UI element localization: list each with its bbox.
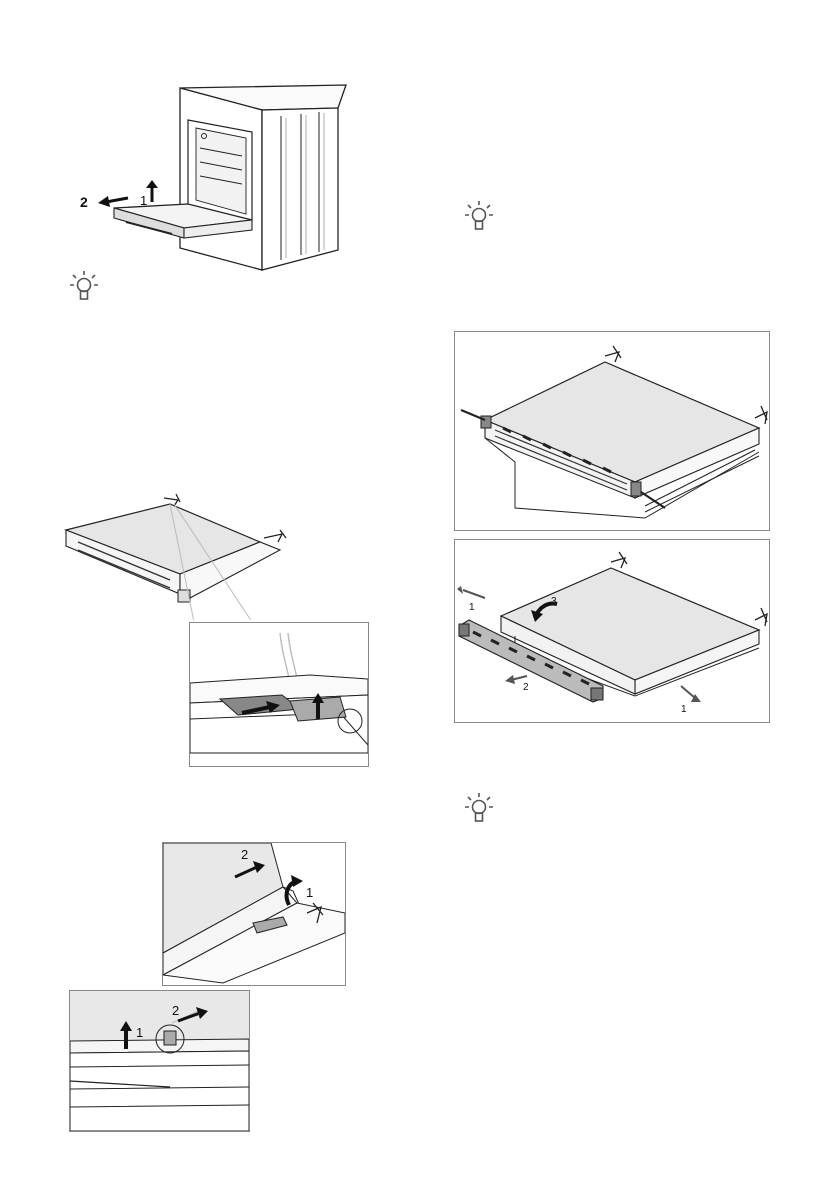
clamp-detail-inset (189, 622, 369, 767)
cooker-step-2-label: 2 (80, 194, 88, 210)
door-top-lift-figure-b: 2 1 (69, 990, 250, 1132)
figure-5-step-2-label: 2 (523, 682, 529, 693)
door-top-lift-figure-a: 2 1 (162, 842, 346, 986)
cooker-step-1-label: 1 (140, 193, 147, 208)
figure-3b-step-2-label: 2 (172, 1003, 179, 1018)
figure-5-step-1-right-label: 1 (681, 704, 687, 715)
door-clamp-figure (60, 490, 300, 620)
tip-icon (459, 790, 499, 830)
figure-5-step-3-label: 3 (551, 596, 557, 607)
cooker-door-removal-figure: 1 2 (76, 80, 356, 275)
tip-icon (64, 268, 104, 308)
figure-3b-step-1-label: 1 (136, 1025, 143, 1040)
figure-3a-step-2-label: 2 (241, 847, 248, 862)
figure-3a-step-1-label: 1 (306, 885, 313, 900)
tip-icon (459, 198, 499, 238)
door-strips-figure (454, 331, 770, 531)
door-strip-removed-figure: 1 1 2 3 (454, 539, 770, 723)
figure-5-step-1-left-label: 1 (469, 602, 475, 613)
